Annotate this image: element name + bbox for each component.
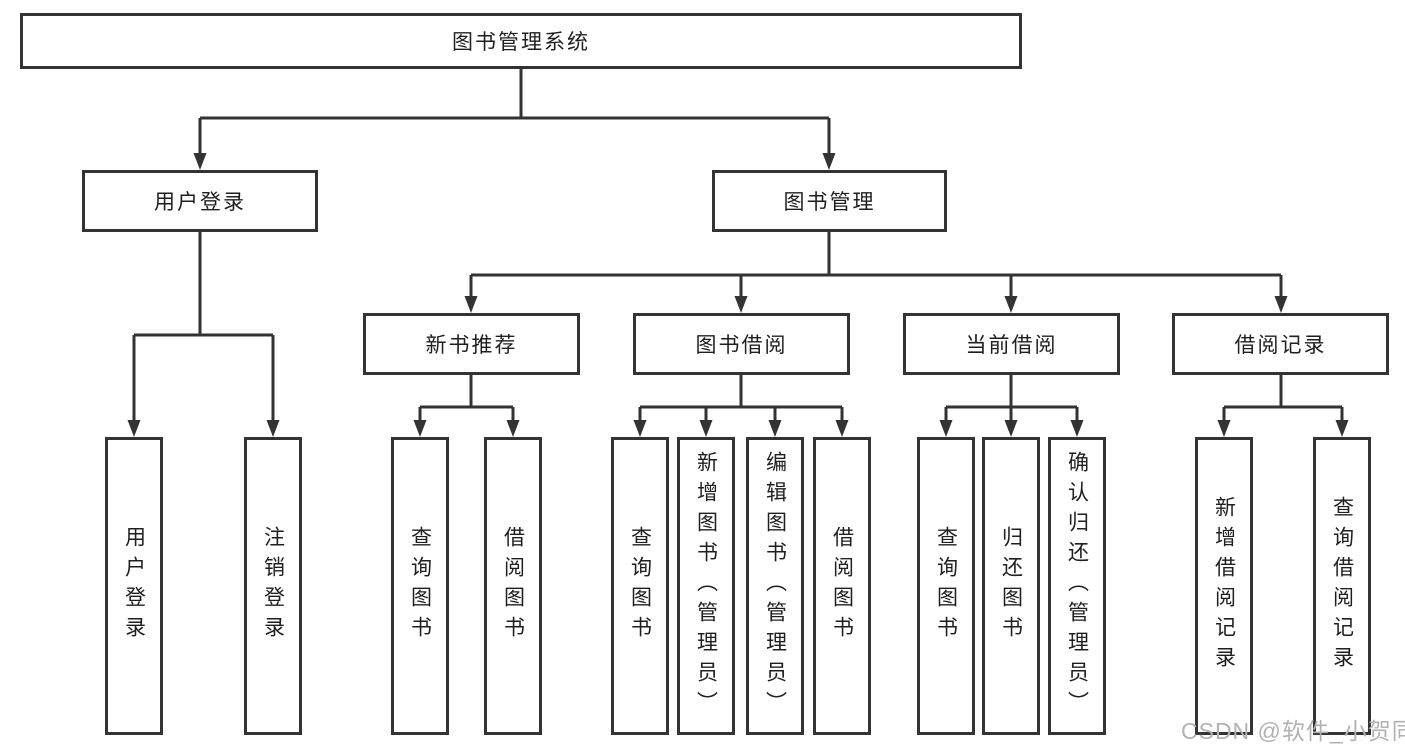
connector-line-user-login-children: [132, 232, 275, 424]
arrowhead: [835, 420, 849, 437]
arrowhead: [633, 420, 647, 437]
leaf-current-return-books: 归还图书: [982, 437, 1040, 735]
arrowhead: [193, 153, 207, 170]
arrowhead: [822, 153, 836, 170]
connector-line-book-management-children: [469, 232, 1283, 300]
connector-line-borrow-records-children: [1222, 375, 1344, 424]
connector-line-current-borrow-children: [944, 375, 1079, 424]
arrowhead: [266, 420, 280, 437]
node-borrow-records: 借阅记录: [1172, 313, 1389, 375]
arrowhead: [1217, 420, 1231, 437]
node-label: 确认归还（管理员）: [1065, 451, 1089, 721]
node-label: 注销登录: [261, 526, 285, 646]
leaf-newbook-query-books: 查询图书: [391, 437, 449, 735]
node-label: 用户登录: [154, 191, 246, 214]
node-label: 新书推荐: [425, 334, 518, 357]
connector-line-new-book-children: [418, 375, 515, 424]
connector-line-root-to-level2: [198, 68, 831, 158]
arrowhead: [1070, 420, 1084, 437]
node-label: 借阅图书: [501, 526, 525, 646]
leaf-borrow-borrow-books: 借阅图书: [813, 437, 871, 735]
node-label: 查询图书: [408, 526, 432, 646]
node-label: 新增借阅记录: [1212, 496, 1236, 676]
node-label: 图书借阅: [695, 334, 788, 357]
node-label: 借阅记录: [1234, 334, 1327, 357]
node-label: 查询借阅记录: [1330, 496, 1354, 676]
arrowhead: [699, 420, 713, 437]
node-label: 编辑图书（管理员）: [763, 451, 787, 721]
leaf-borrow-query-books: 查询图书: [611, 437, 669, 735]
leaf-user-login: 用户登录: [105, 437, 163, 735]
arrowhead: [413, 420, 427, 437]
node-label: 当前借阅: [965, 334, 1058, 357]
node-new-book-recommend: 新书推荐: [363, 313, 580, 375]
node-book-borrow: 图书借阅: [633, 313, 850, 375]
arrowhead: [734, 296, 748, 313]
connector-lines: [132, 68, 1344, 424]
arrowhead: [506, 420, 520, 437]
arrowhead: [768, 420, 782, 437]
arrowhead: [127, 420, 141, 437]
watermark-text: CSDN @软件_小贺同学: [1181, 718, 1405, 744]
arrowhead: [939, 420, 953, 437]
node-label: 查询图书: [934, 526, 958, 646]
node-label: 查询图书: [628, 526, 652, 646]
arrowhead: [1335, 420, 1349, 437]
leaf-newbook-borrow-books: 借阅图书: [484, 437, 542, 735]
leaf-records-add-borrow-record: 新增借阅记录: [1195, 437, 1253, 735]
node-user-login: 用户登录: [82, 170, 318, 232]
node-label: 归还图书: [999, 526, 1023, 646]
leaf-current-confirm-return-admin: 确认归还（管理员）: [1048, 437, 1106, 735]
arrowhead: [1004, 296, 1018, 313]
node-book-management: 图书管理: [712, 170, 947, 232]
node-label: 新增图书（管理员）: [694, 451, 718, 721]
arrowhead: [464, 296, 478, 313]
leaf-borrow-edit-books-admin: 编辑图书（管理员）: [746, 437, 804, 735]
node-label: 用户登录: [122, 526, 146, 646]
node-current-borrow: 当前借阅: [903, 313, 1120, 375]
leaf-logout: 注销登录: [244, 437, 302, 735]
node-root-library-system: 图书管理系统: [20, 13, 1022, 69]
node-label: 图书管理系统: [452, 31, 590, 54]
connector-line-book-borrow-children: [638, 375, 844, 424]
arrowhead: [1274, 296, 1288, 313]
leaf-borrow-add-books-admin: 新增图书（管理员）: [677, 437, 735, 735]
node-label: 图书管理: [783, 191, 876, 214]
node-label: 借阅图书: [830, 526, 854, 646]
connector-arrowheads: [127, 153, 1349, 437]
leaf-records-query-borrow-record: 查询借阅记录: [1313, 437, 1371, 735]
leaf-current-query-books: 查询图书: [917, 437, 975, 735]
arrowhead: [1004, 420, 1018, 437]
